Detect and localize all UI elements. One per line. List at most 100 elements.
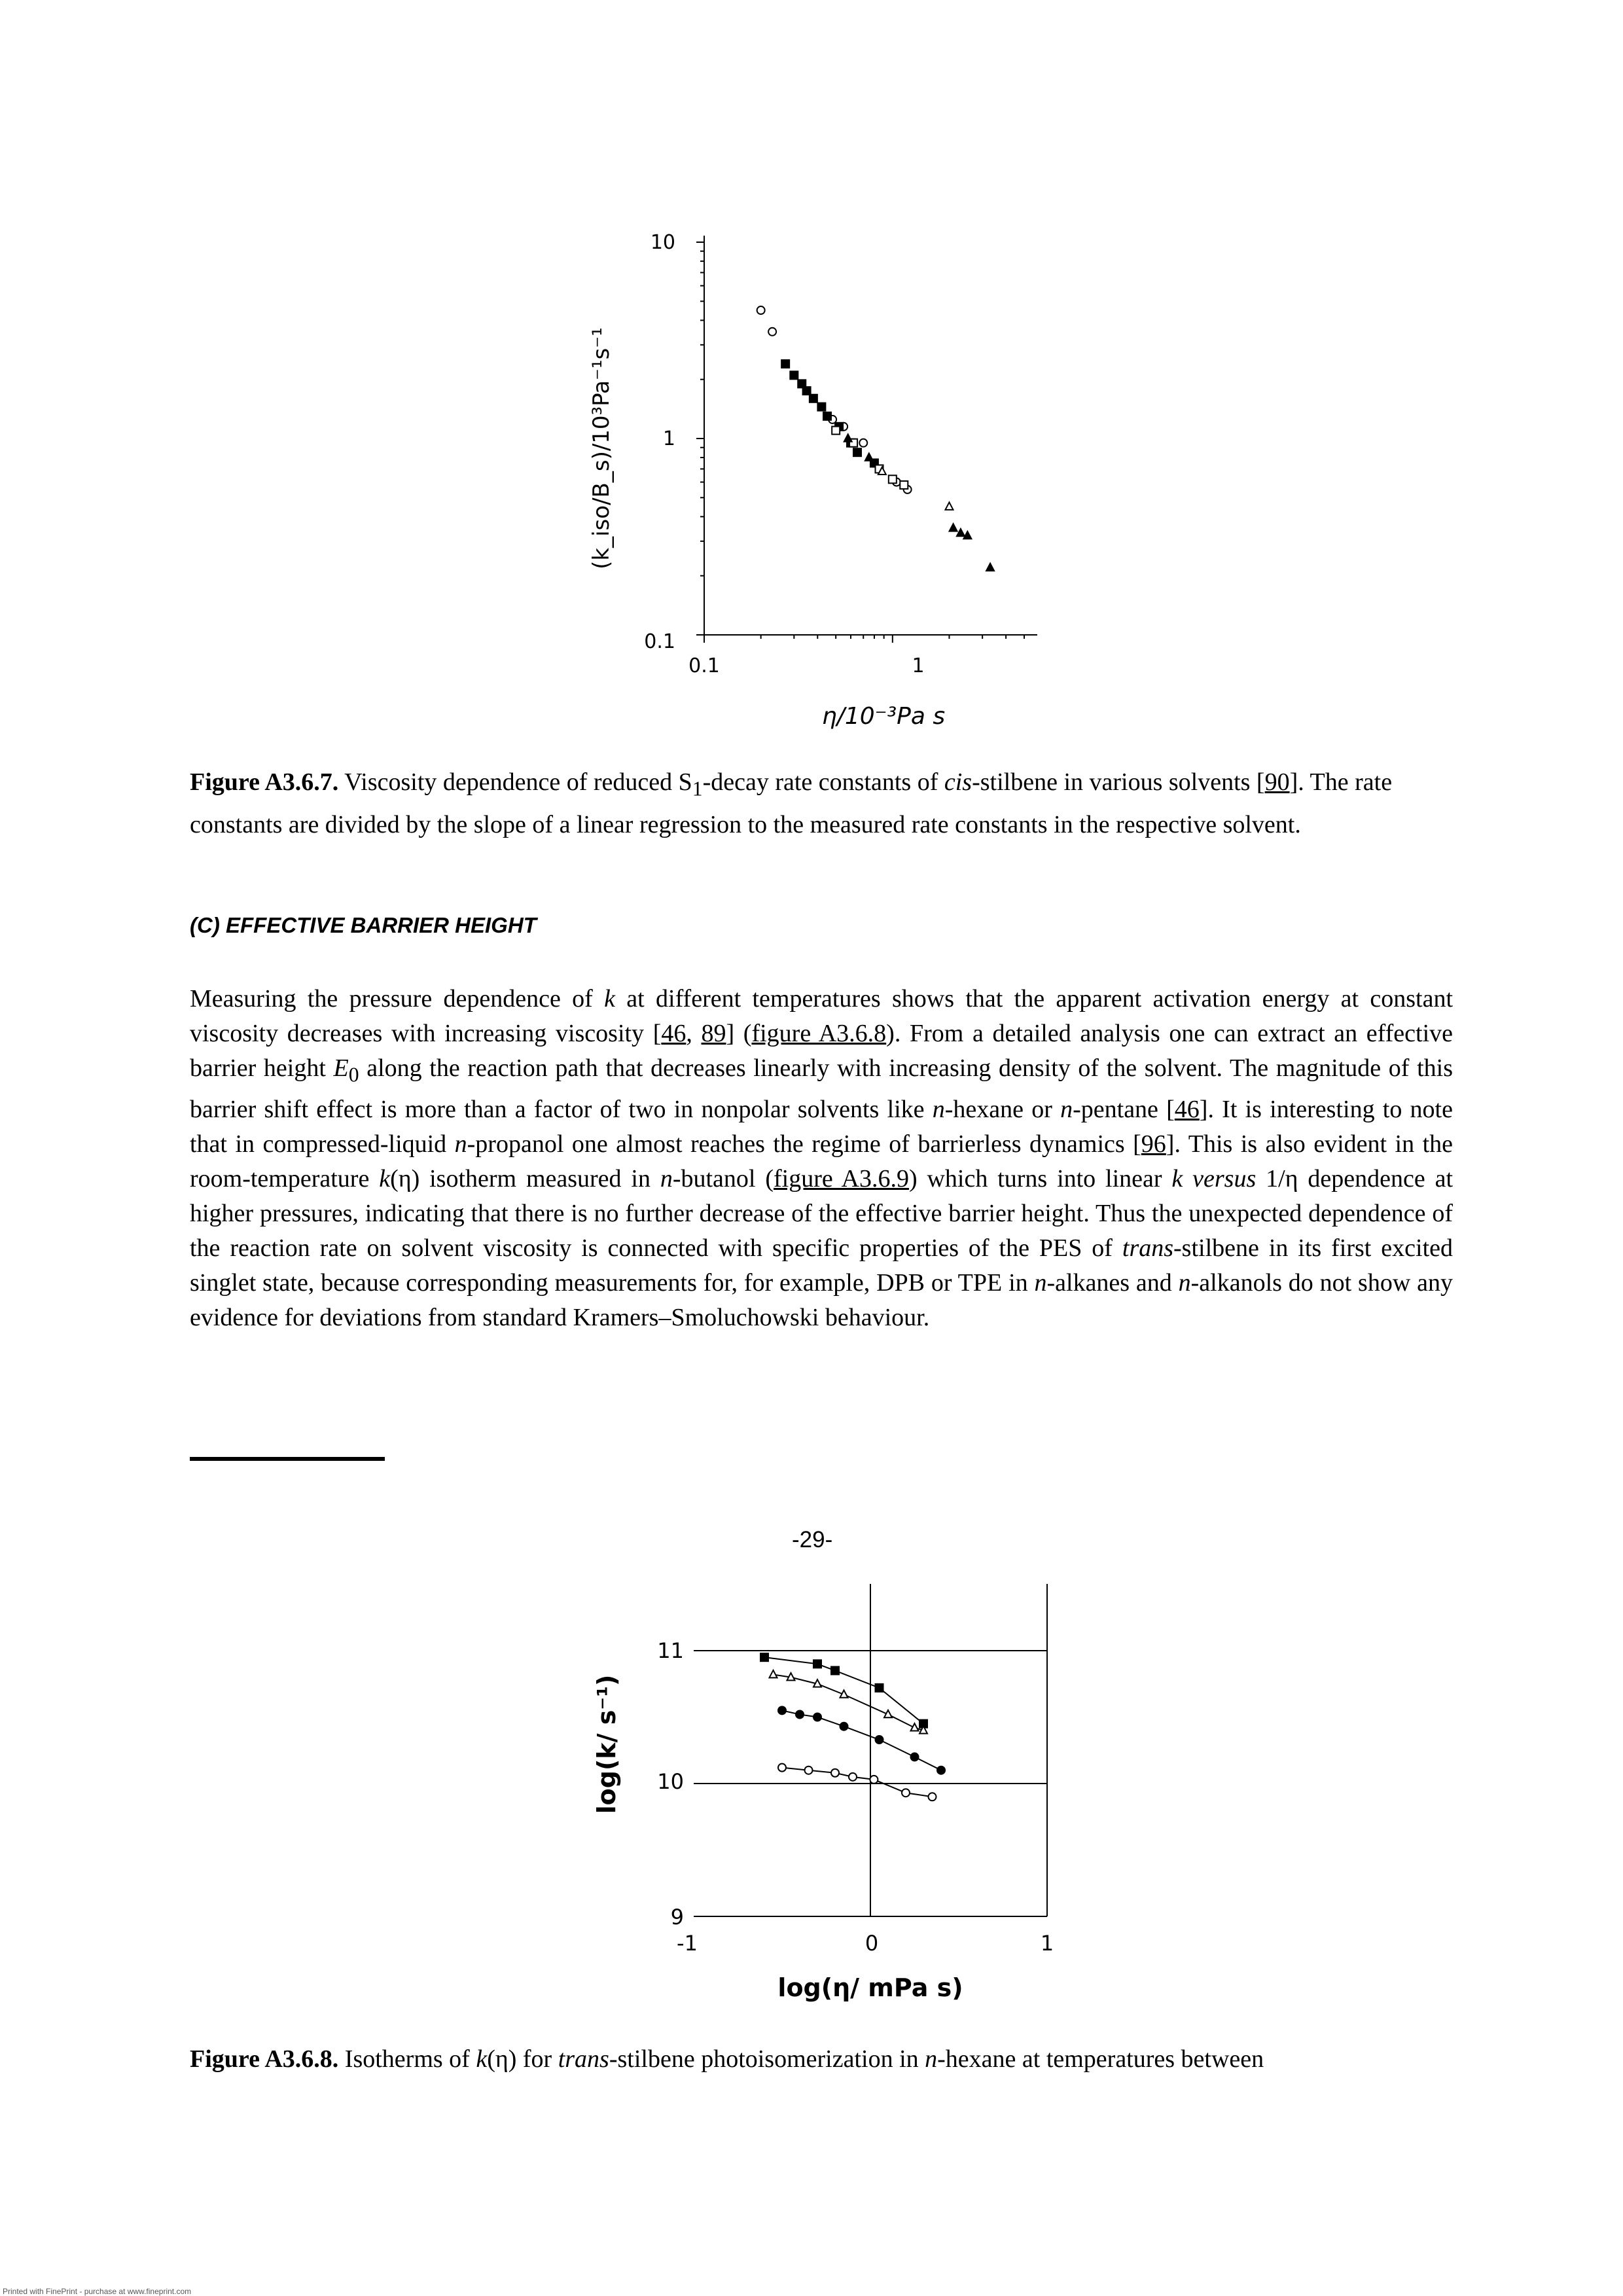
body-italic: k bbox=[604, 985, 615, 1013]
data-point bbox=[768, 1668, 779, 1679]
data-point bbox=[756, 306, 766, 315]
chart2-xtick-label: 0 bbox=[865, 1931, 878, 1956]
reference-link[interactable]: 90 bbox=[1264, 768, 1290, 796]
body-italic: n bbox=[454, 1130, 467, 1158]
figure2-caption: Figure A3.6.8. Isotherms of k(η) for tra… bbox=[190, 2041, 1453, 2077]
body-text: ] ( bbox=[726, 1020, 752, 1047]
figure1-caption: Figure A3.6.7. Viscosity dependence of r… bbox=[190, 764, 1453, 842]
body-italic: E bbox=[333, 1054, 349, 1082]
chart1-xtick-label: 0.1 bbox=[688, 655, 720, 677]
data-point bbox=[777, 1763, 787, 1772]
data-point bbox=[899, 480, 909, 490]
data-point bbox=[864, 452, 874, 461]
data-point bbox=[817, 402, 827, 412]
reference-link[interactable]: 46 bbox=[661, 1020, 687, 1047]
caption-italic: trans bbox=[558, 2045, 609, 2073]
body-text: at different temperatures shows that the… bbox=[190, 985, 1454, 1047]
caption-italic: k bbox=[476, 2045, 488, 2073]
data-point bbox=[936, 1765, 946, 1775]
caption-subscript: 1 bbox=[692, 777, 703, 800]
data-point bbox=[848, 1772, 857, 1782]
data-point bbox=[839, 1721, 849, 1731]
caption-italic: n bbox=[925, 2045, 938, 2073]
caption-text: -stilbene in various solvents [ bbox=[972, 768, 1265, 796]
data-point bbox=[804, 1765, 813, 1775]
data-point bbox=[944, 501, 955, 511]
data-point bbox=[843, 433, 853, 442]
chart1-xlabel: η/10⁻³Pa s bbox=[822, 703, 945, 730]
body-text: -hexane or bbox=[944, 1095, 1061, 1123]
data-point bbox=[831, 425, 841, 435]
chart1-axes bbox=[696, 236, 1037, 643]
data-point bbox=[785, 1671, 796, 1681]
data-point bbox=[768, 327, 777, 336]
body-text: (η) isotherm measured in bbox=[390, 1164, 660, 1193]
figure2-caption-label: Figure A3.6.8. bbox=[190, 2045, 339, 2073]
data-point bbox=[874, 1735, 884, 1745]
body-text: along the reaction path that decreases l… bbox=[190, 1054, 1453, 1123]
data-point bbox=[777, 1706, 787, 1715]
body-italic: trans bbox=[1122, 1234, 1174, 1262]
data-point bbox=[823, 411, 832, 421]
caption-text: -hexane at temperatures between bbox=[937, 2045, 1264, 2073]
chart2-ytick-label: 10 bbox=[657, 1769, 684, 1794]
data-point bbox=[830, 1768, 840, 1778]
caption-text: Isotherms of bbox=[338, 2045, 476, 2073]
data-point bbox=[859, 438, 868, 448]
body-text: ). From a detailed analysis one can extr… bbox=[190, 1020, 1454, 1082]
print-footer: Printed with FinePrint - purchase at www… bbox=[3, 2287, 192, 2296]
figure-a3-6-7-chart: 10 1 0.1 0.1 1 η/10⁻³Pa s (k_iso/B_s)/10… bbox=[588, 231, 1037, 730]
body-text: -alkanols do not show any evidence for d… bbox=[190, 1268, 1453, 1331]
chart2-marks bbox=[760, 1653, 946, 1802]
data-point bbox=[955, 527, 966, 537]
section-heading: (C) EFFECTIVE BARRIER HEIGHT bbox=[190, 913, 537, 937]
data-point bbox=[877, 465, 887, 476]
caption-text: -stilbene photoisomerization in bbox=[609, 2045, 925, 2073]
body-text: Measuring the pressure dependence of bbox=[190, 985, 605, 1013]
data-point bbox=[760, 1653, 769, 1662]
data-point bbox=[797, 379, 807, 389]
body-text: -alkanes and bbox=[1046, 1268, 1179, 1297]
data-point bbox=[909, 1721, 920, 1732]
data-point bbox=[887, 475, 897, 484]
chart1-ytick-label: 10 bbox=[651, 231, 675, 254]
body-italic: n bbox=[932, 1095, 945, 1123]
reference-link[interactable]: 89 bbox=[701, 1020, 726, 1047]
data-point bbox=[985, 562, 995, 572]
data-point bbox=[918, 1725, 929, 1734]
page-number: -29- bbox=[792, 1527, 833, 1552]
reference-link[interactable]: 46 bbox=[1174, 1095, 1200, 1123]
figure-a3-6-8-chart: 11 10 9 -1 0 1 log(η/ mPa s) log(k/ s⁻¹) bbox=[592, 1584, 1054, 2002]
reference-link[interactable]: 96 bbox=[1141, 1130, 1166, 1158]
data-point bbox=[869, 1774, 879, 1784]
body-italic: n bbox=[1060, 1095, 1073, 1123]
caption-text: (η) for bbox=[487, 2045, 558, 2073]
body-italic: n bbox=[1034, 1268, 1047, 1297]
caption-italic: cis bbox=[944, 768, 972, 796]
data-point bbox=[830, 1666, 840, 1676]
data-point bbox=[910, 1752, 919, 1762]
data-point bbox=[789, 370, 799, 380]
body-text: ) which turns into linear bbox=[908, 1164, 1172, 1193]
caption-text: -decay rate constants of bbox=[702, 768, 944, 796]
caption-text: ]. The rate constants are divided by the… bbox=[190, 768, 1393, 838]
footnote-divider bbox=[190, 1457, 385, 1461]
chart2-ytick-label: 9 bbox=[671, 1905, 684, 1929]
figure1-caption-label: Figure A3.6.7. bbox=[190, 768, 339, 796]
body-text: -stilbene in its first excited singlet s… bbox=[190, 1234, 1454, 1297]
figure-link[interactable]: figure A3.6.8 bbox=[751, 1020, 887, 1047]
chart1-marks bbox=[756, 306, 995, 572]
data-point bbox=[813, 1712, 822, 1722]
chart2-axes bbox=[694, 1584, 1048, 1917]
body-italic: n bbox=[1178, 1268, 1191, 1297]
figure-link[interactable]: figure A3.6.9 bbox=[774, 1164, 909, 1193]
body-text: , bbox=[686, 1020, 702, 1047]
chart1-xtick-label: 1 bbox=[912, 655, 924, 677]
body-italic: k versus bbox=[1171, 1164, 1257, 1193]
body-text: -butanol ( bbox=[672, 1164, 774, 1193]
data-point bbox=[795, 1710, 804, 1719]
body-text: ]. This is also evident in the room-temp… bbox=[190, 1130, 1453, 1193]
chart2-xtick-label: -1 bbox=[677, 1931, 698, 1956]
body-italic: k bbox=[379, 1164, 391, 1193]
data-point bbox=[808, 393, 818, 403]
